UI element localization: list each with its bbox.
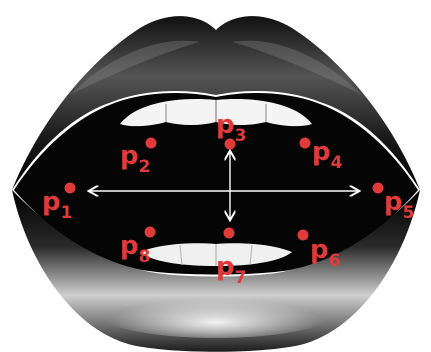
landmark-letter: p [312, 137, 331, 167]
landmark-letter: p [310, 235, 329, 265]
landmark-subscript: 3 [235, 126, 247, 146]
landmark-letter: p [42, 187, 61, 217]
landmark-letter: p [120, 141, 139, 171]
landmark-point-p5 [373, 183, 384, 194]
lower-lip-shine [96, 286, 336, 338]
landmark-point-p6 [298, 230, 309, 241]
landmark-subscript: 5 [403, 203, 415, 223]
landmark-point-p2 [146, 138, 157, 149]
landmark-point-p1 [65, 183, 76, 194]
landmark-point-p8 [145, 227, 156, 238]
landmark-subscript: 1 [61, 203, 73, 223]
landmark-letter: p [216, 252, 235, 282]
landmark-subscript: 2 [139, 157, 151, 177]
landmark-point-p7 [224, 228, 235, 239]
landmark-letter: p [384, 187, 403, 217]
landmark-letter: p [216, 110, 235, 140]
landmark-subscript: 7 [235, 268, 247, 288]
landmark-subscript: 8 [139, 247, 151, 267]
landmark-point-p4 [300, 138, 311, 149]
landmark-subscript: 4 [331, 153, 343, 173]
landmark-subscript: 6 [329, 251, 341, 271]
landmark-letter: p [120, 231, 139, 261]
